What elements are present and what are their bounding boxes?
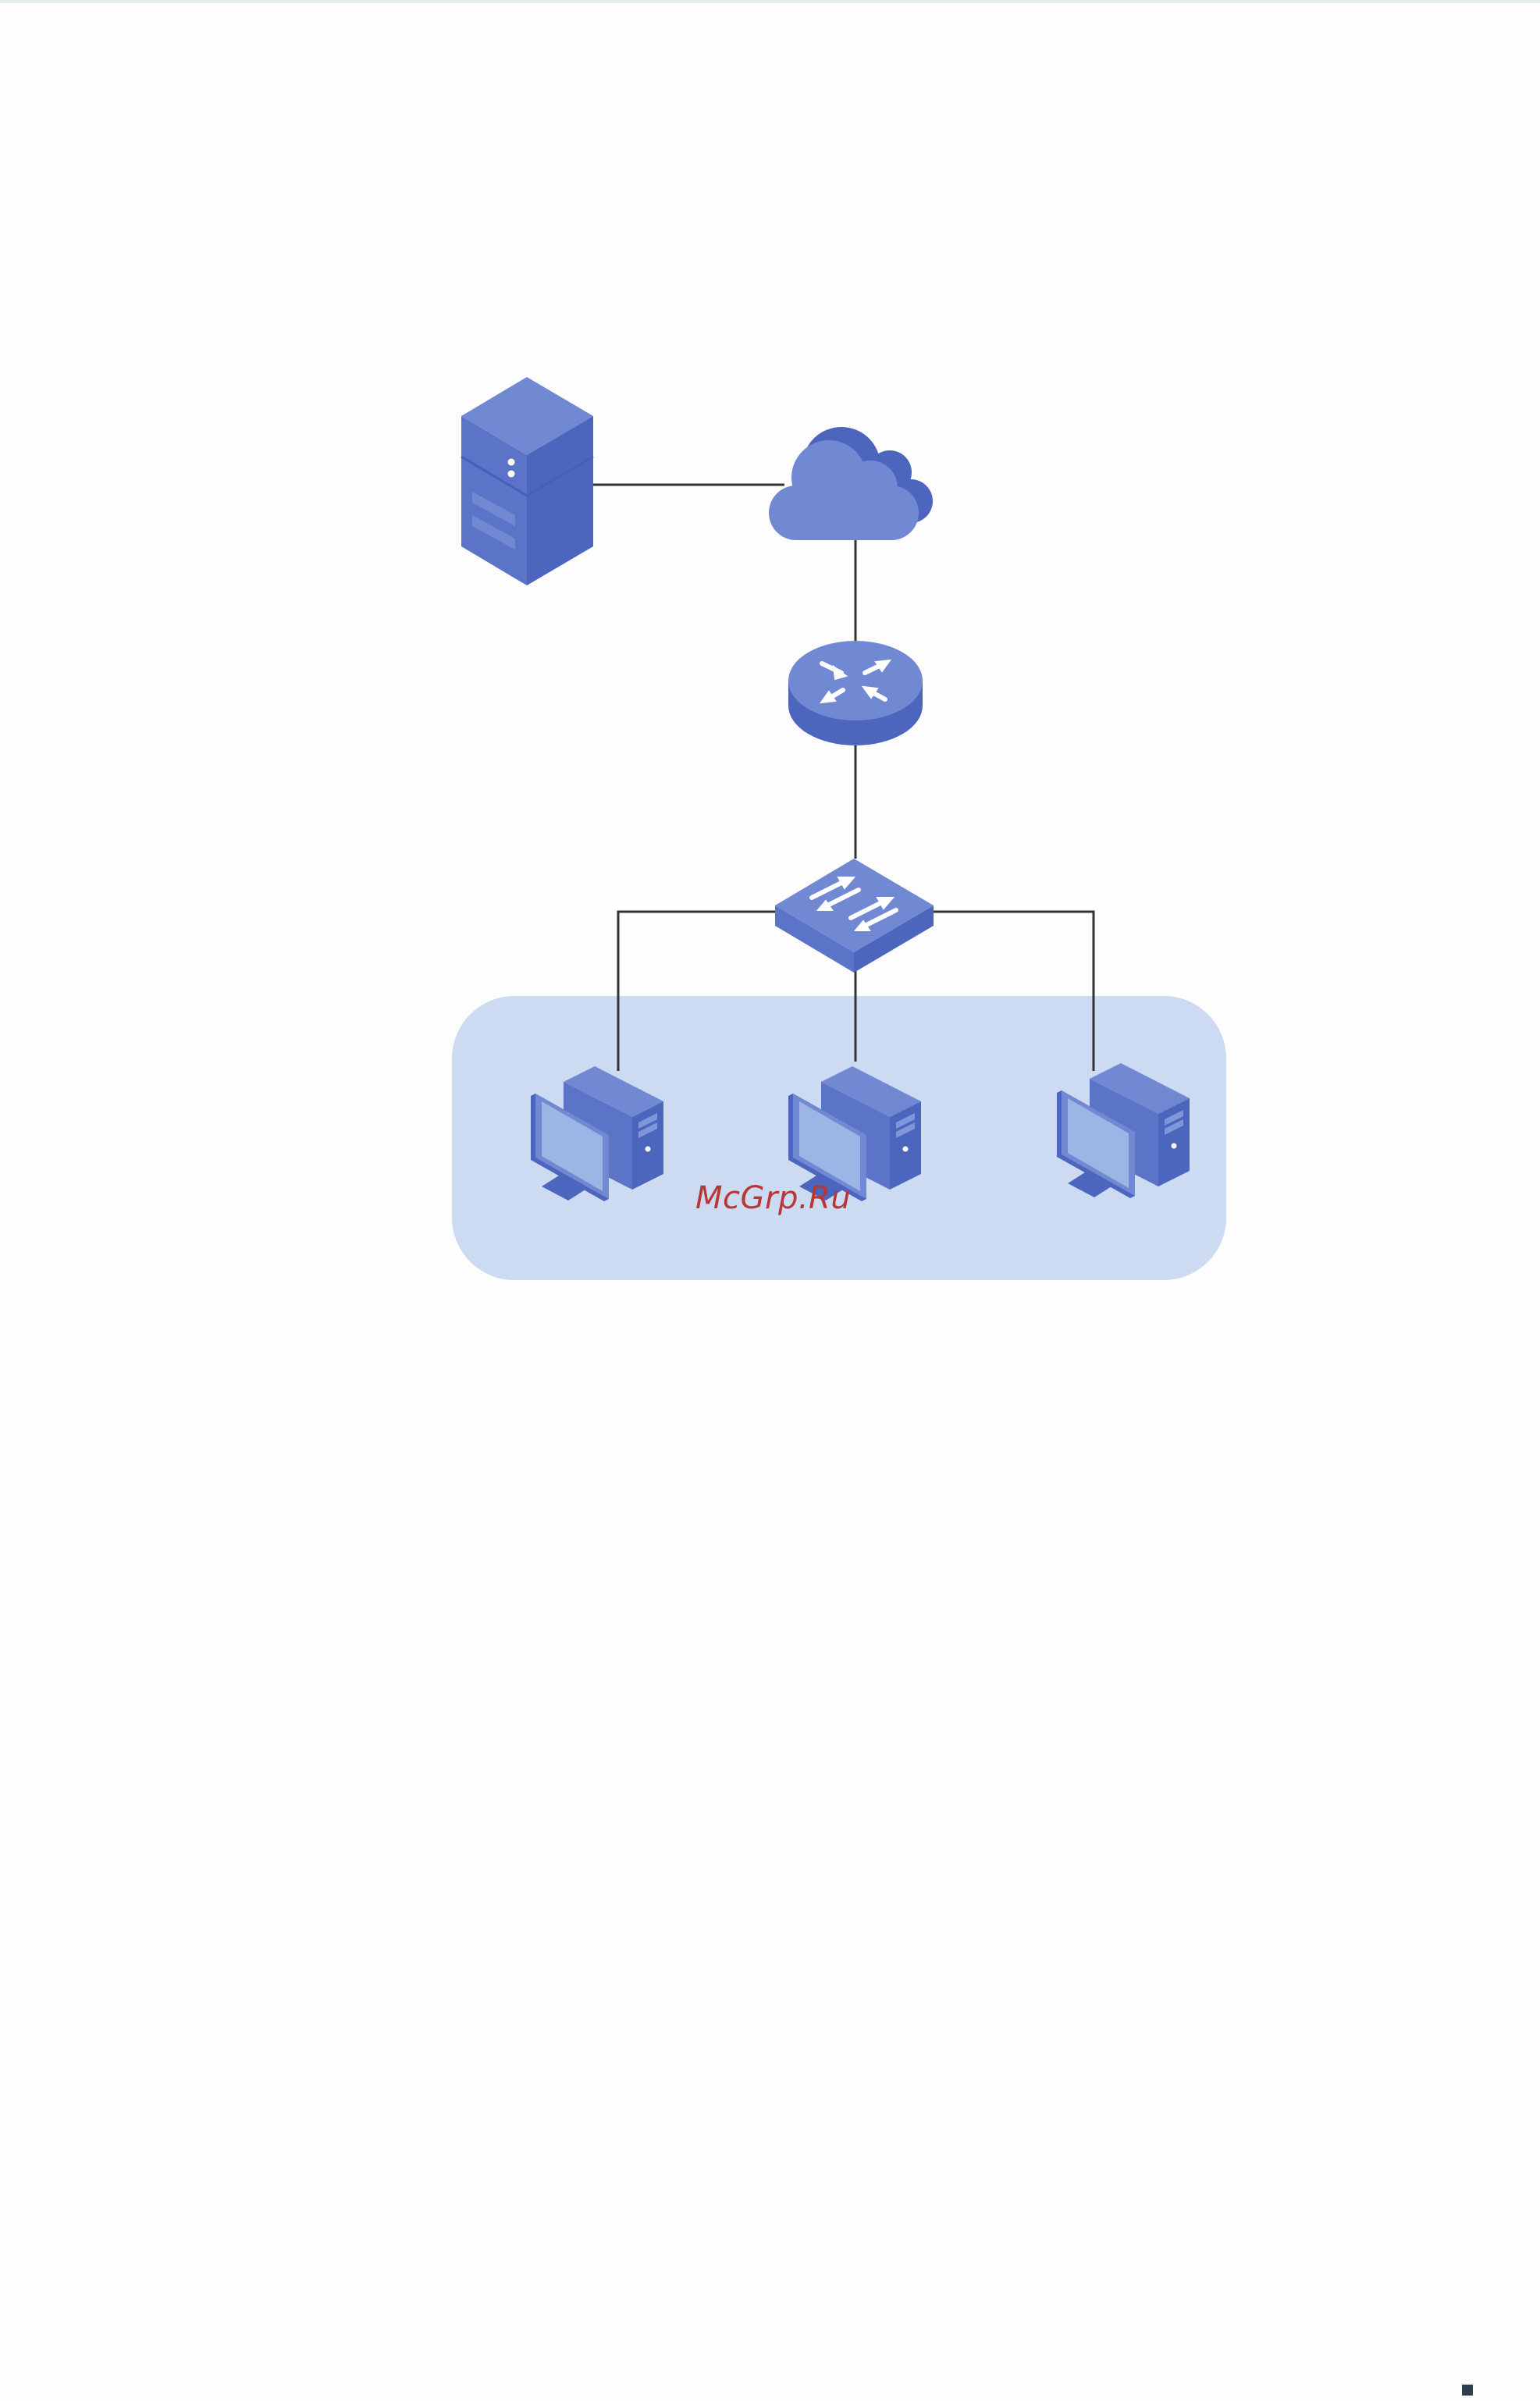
server-icon bbox=[461, 377, 593, 585]
corner-mark bbox=[1462, 2385, 1473, 2396]
router-icon bbox=[788, 641, 923, 745]
switch-icon bbox=[775, 859, 934, 973]
cloud-icon bbox=[769, 427, 933, 540]
links bbox=[593, 485, 1094, 1071]
watermark-text: McGrp.Ru bbox=[695, 1180, 851, 1216]
